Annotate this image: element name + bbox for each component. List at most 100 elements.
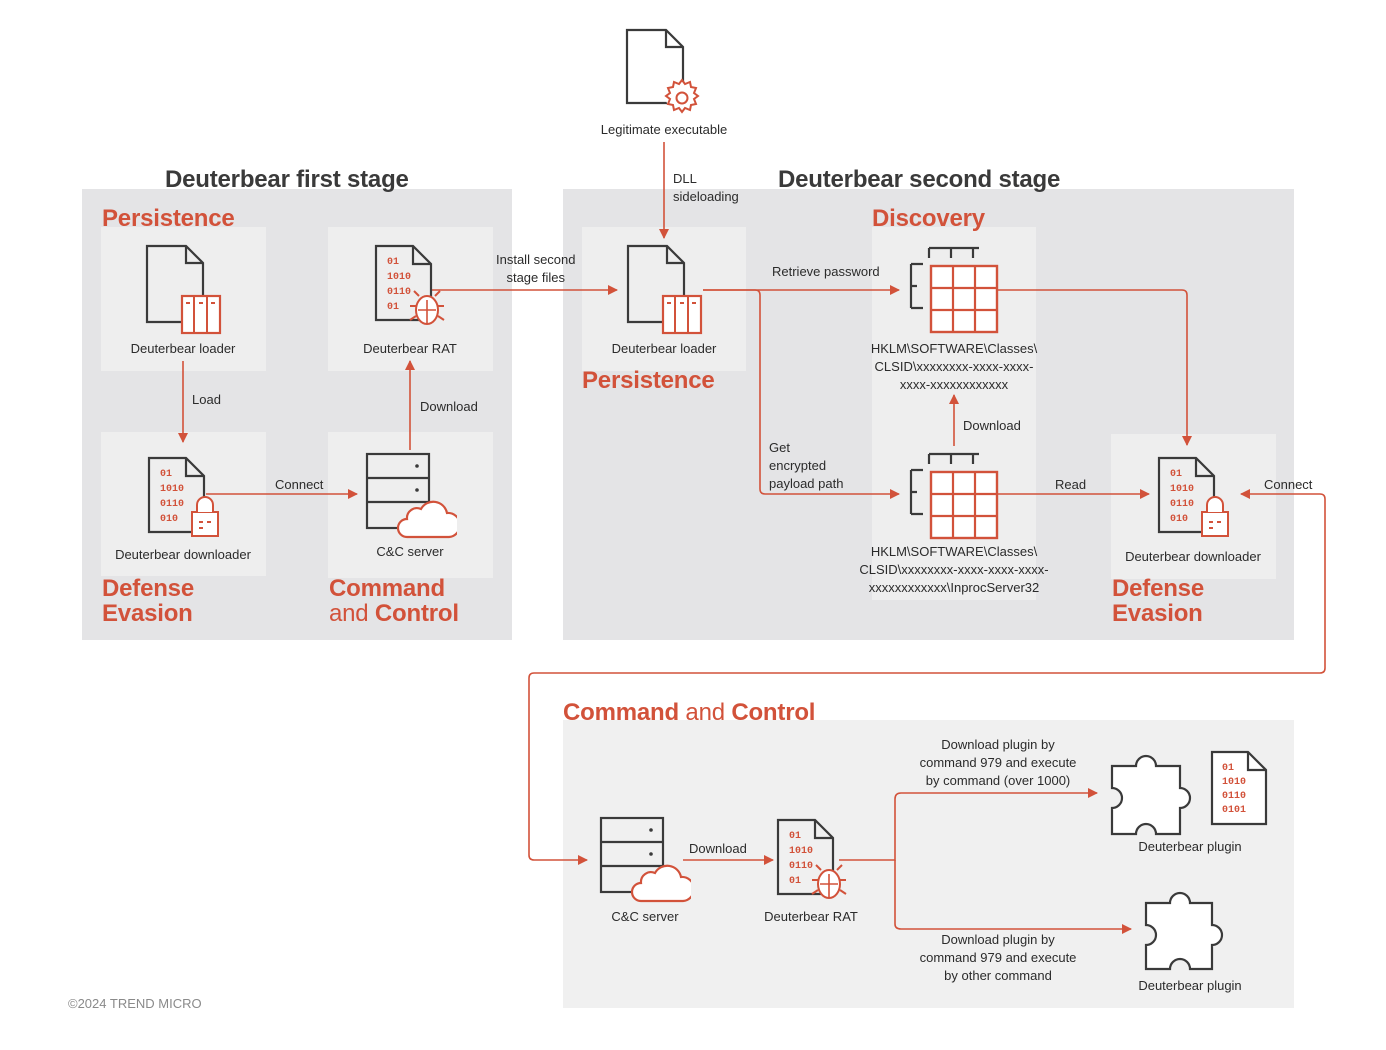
svg-text:0101: 0101 (1222, 805, 1246, 816)
svg-text:0110: 0110 (789, 861, 813, 872)
branch-line-lower (894, 860, 1132, 934)
control-word-3: Control (731, 699, 816, 726)
get-encrypted-label: Get encrypted payload path (769, 439, 843, 493)
persistence-label-1: Persistence (102, 205, 235, 232)
connect-2-label: Connect (1264, 477, 1313, 492)
cnc-server-1-label: C&C server (376, 544, 444, 559)
loader-2-label: Deuterbear loader (611, 341, 717, 356)
plugin-2-puzzle-icon (1144, 891, 1224, 971)
downloader-1-card (101, 432, 266, 576)
svg-text:1010: 1010 (387, 272, 411, 283)
registry-2-line-3: xxxxxxxxxxxx\InprocServer32 (868, 580, 1040, 595)
registry-1-label: HKLM\SOFTWARE\Classes\ CLSID\xxxxxxxx-xx… (871, 340, 1037, 394)
downloader-1-lock-icon: 01 1010 0110 010 (147, 456, 219, 537)
registry-2-line-2: CLSID\xxxxxxxx-xxxx-xxxx-xxxx- (859, 562, 1049, 577)
dll-word: DLL (673, 171, 697, 186)
plugin-2-label: Deuterbear plugin (1138, 978, 1242, 993)
plugin-cmd-1-line-2: command 979 and execute (919, 755, 1077, 770)
registry-1-line-2: CLSID\xxxxxxxx-xxxx-xxxx- (874, 359, 1034, 374)
install-second-label: Install second stage files (496, 251, 576, 287)
plugin-cmd-2-line-3: by other command (944, 968, 1052, 983)
read-label: Read (1055, 477, 1087, 492)
install-line-2: stage files (506, 270, 566, 285)
first-stage-title: Deuterbear first stage (165, 166, 409, 193)
loader-1-label: Deuterbear loader (130, 341, 236, 356)
dll-sideloading-label: DLL sideloading (673, 170, 739, 206)
svg-text:0110: 0110 (1170, 499, 1194, 510)
cnc-server-3-icon (599, 816, 691, 903)
registry-2-line-1: HKLM\SOFTWARE\Classes\ (870, 544, 1038, 559)
defense-word-2: Defense (1112, 575, 1204, 602)
svg-text:1010: 1010 (789, 846, 813, 857)
install-line-1: Install second (496, 252, 576, 267)
arrow-discovery-to-downloader (996, 289, 1192, 446)
discovery-label: Discovery (872, 205, 985, 232)
download-1-label: Download (420, 399, 478, 414)
svg-text:01: 01 (1170, 469, 1182, 480)
control-word: Control (374, 600, 459, 627)
defense-word: Defense (102, 575, 194, 602)
get-line-3: payload path (769, 476, 844, 491)
and-control-line: and Control (329, 601, 459, 626)
load-label: Load (192, 392, 221, 407)
plugin-cmd-2-line-2: command 979 and execute (919, 950, 1077, 965)
svg-text:01: 01 (387, 257, 399, 268)
cnc-server-3-label: C&C server (611, 909, 679, 924)
get-line-2: encrypted (769, 458, 827, 473)
svg-text:01: 01 (387, 302, 399, 313)
registry-1-table-icon (909, 246, 999, 334)
cnc-server-1-icon (365, 452, 457, 539)
cnc-label-1: Command and Control (329, 576, 459, 626)
loader-2-file-icon (626, 244, 703, 335)
plugin-1-puzzle-icon: 01 1010 0110 0101 (1110, 750, 1268, 836)
downloader-1-label: Deuterbear downloader (115, 547, 251, 562)
svg-text:0110: 0110 (1222, 791, 1246, 802)
svg-text:0110: 0110 (160, 499, 184, 510)
svg-text:01: 01 (1222, 763, 1234, 774)
rat-3-label: Deuterbear RAT (764, 909, 858, 924)
downloader-2-label: Deuterbear downloader (1125, 549, 1261, 564)
loop-line (528, 667, 1326, 865)
evasion-word: Evasion (102, 600, 193, 627)
svg-text:01: 01 (789, 876, 801, 887)
svg-text:1010: 1010 (1222, 777, 1246, 788)
download-2-label: Download (963, 418, 1021, 433)
plugin-cmd-1-line-3: by command (over 1000) (925, 773, 1071, 788)
svg-text:01: 01 (160, 469, 172, 480)
evasion-word-2: Evasion (1112, 600, 1203, 627)
retrieve-password-label: Retrieve password (772, 264, 880, 279)
defense-evasion-label-1: Defense Evasion (102, 576, 194, 626)
registry-2-label: HKLM\SOFTWARE\Classes\ CLSID\xxxxxxxx-xx… (859, 543, 1048, 597)
plugin-cmd-2-line-1: Download plugin by (941, 932, 1055, 947)
svg-text:010: 010 (1170, 514, 1188, 525)
legit-exe-gear-icon (625, 28, 700, 114)
arrow-get-encrypted (703, 289, 900, 499)
cnc-label-3: Command and Control (563, 700, 815, 725)
rat-1-card (328, 227, 493, 371)
cnc-server-1-card (328, 432, 493, 578)
plugin-cmd-1-line-1: Download plugin by (941, 737, 1055, 752)
arrow-connect-2 (1240, 489, 1326, 668)
defense-evasion-label-2: Defense Evasion (1112, 576, 1204, 626)
plugin-1-label: Deuterbear plugin (1138, 839, 1242, 854)
svg-text:010: 010 (160, 514, 178, 525)
get-line-1: Get (769, 440, 790, 455)
download-3-label: Download (689, 841, 747, 856)
svg-text:1010: 1010 (160, 484, 184, 495)
connect-1-label: Connect (275, 477, 324, 492)
copyright: ©2024 TREND MICRO (68, 996, 202, 1011)
plugin-cmd-1-label: Download plugin by command 979 and execu… (920, 736, 1077, 790)
second-stage-title: Deuterbear second stage (778, 166, 1061, 193)
command-word-3: Command (563, 699, 679, 726)
svg-text:0110: 0110 (387, 287, 411, 298)
legit-exe-label: Legitimate executable (600, 122, 728, 137)
downloader-2-lock-icon: 01 1010 0110 010 (1157, 456, 1229, 537)
registry-2-table-icon (909, 452, 999, 540)
svg-text:01: 01 (789, 831, 801, 842)
loader-1-file-icon (145, 244, 222, 335)
and-word: and (329, 600, 375, 627)
registry-1-line-1: HKLM\SOFTWARE\Classes\ (870, 341, 1038, 356)
svg-text:1010: 1010 (1170, 484, 1194, 495)
registry-1-line-3: xxxx-xxxxxxxxxxxx (899, 377, 1009, 392)
